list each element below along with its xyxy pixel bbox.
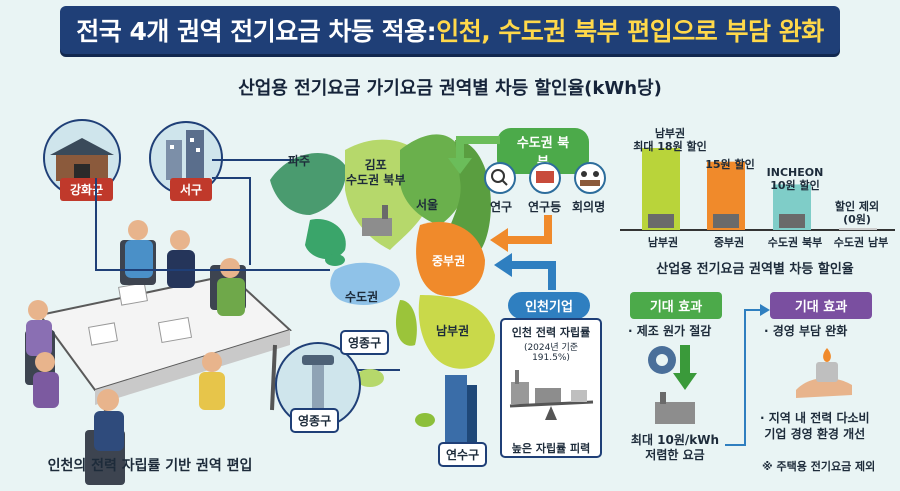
label-yeonsu: 연수구 [438, 442, 488, 467]
incheon-line1: 인천 전력 자립률 [511, 326, 591, 339]
effect-right-item1: · 경영 부담 완화 [764, 324, 848, 338]
bar-cat-1: 중부권 [713, 236, 745, 249]
bar-label-2: INCHEON 10원 할인 [766, 166, 824, 192]
title-white: 전국 4개 권역 전기요금 차등 적용: [76, 17, 437, 46]
bar-factory-icon-1 [713, 214, 739, 228]
label-yeongjong-map: 영종구 [340, 330, 390, 355]
bar-cat-0: 남부권 [647, 236, 679, 249]
person-1 [26, 300, 52, 356]
hand-icon [796, 348, 852, 398]
tag-ganghwa: 강화군 [60, 178, 114, 201]
footnote: ※ 주택용 전기요금 제외 [762, 460, 876, 473]
bar-factory-icon-0 [648, 214, 674, 228]
incheon-line3: 높은 자립률 피력 [511, 442, 591, 455]
left-caption: 인천의 전력 자립률 기반 권역 편입 [47, 458, 253, 474]
incheon-line2: (2024년 기준 191.5%) [523, 343, 579, 363]
person-2 [33, 352, 59, 408]
factory-icon [655, 402, 695, 424]
region-sudogwon: 수도권 [345, 290, 379, 304]
label-yeongjong-tower: 영종구 [290, 408, 340, 433]
bar-3 [839, 228, 877, 230]
region-map [270, 134, 495, 450]
lighter-icon [816, 362, 838, 382]
book-icon [529, 162, 561, 194]
person-5 [217, 258, 245, 316]
region-gimpo: 김포 수도권 북부 [346, 158, 406, 187]
chart-caption: 산업용 전기요금 권역별 차등 할인율 [656, 262, 854, 277]
region-seoul: 서울 [416, 198, 439, 212]
down-arrow-icon [680, 345, 690, 375]
region-paju: 파주 [288, 154, 311, 168]
effect-left-item1: · 제조 원가 절감 [628, 324, 712, 338]
person-6 [94, 389, 124, 451]
north-icon-label-2: 연구등 [528, 200, 562, 214]
region-jungbu: 중부권 [432, 254, 466, 268]
effect-connector [725, 304, 770, 446]
bar-label-0: 남부권 최대 18원 할인 [633, 127, 707, 153]
north-icon-label-3: 회의명 [572, 200, 606, 214]
north-icon-label-1: 연구 [490, 200, 513, 214]
title-yellow: 인천, 수도권 북부 편입으로 부담 완화 [436, 17, 824, 46]
bar-cat-2: 수도권 북부 [767, 236, 823, 249]
region-nambu: 남부권 [436, 324, 470, 338]
effect-right-pill: 기대 효과 [770, 292, 872, 319]
person-3 [125, 220, 153, 278]
bar-cat-3: 수도권 남부 [833, 236, 889, 249]
subtitle: 산업용 전기요금 가기요금 권역별 차등 할인율(kWh당) [238, 78, 662, 99]
person-7 [199, 352, 225, 410]
tag-seogu: 서구 [170, 178, 213, 201]
cost-reduction-icon [648, 345, 697, 424]
north-icons [484, 162, 606, 194]
meeting-icon [574, 162, 606, 194]
effect-right-item2: · 지역 내 전력 다소비 기업 경영 환경 개선 [760, 411, 870, 441]
effect-left-item2: 최대 10원/kWh 저렴한 요금 [630, 433, 720, 462]
bar-label-3: 할인 제외 (0원) [834, 200, 880, 226]
effect-left-pill: 기대 효과 [630, 292, 722, 319]
balance-icon [509, 370, 594, 420]
bar-label-1: 15원 할인 [705, 158, 755, 171]
magnifier-icon [484, 162, 516, 194]
meeting-illustration [25, 119, 292, 485]
incheon-company-pill: 인천기업 [508, 292, 590, 319]
building-icon [149, 121, 223, 195]
north-region-pill: 수도권 북부 [497, 128, 589, 174]
discount-chart [620, 148, 895, 231]
bar-factory-icon-2 [779, 214, 805, 228]
arrows [448, 136, 556, 290]
title-banner: 전국 4개 권역 전기요금 차등 적용: 인천, 수도권 북부 편입으로 부담 … [60, 6, 840, 54]
